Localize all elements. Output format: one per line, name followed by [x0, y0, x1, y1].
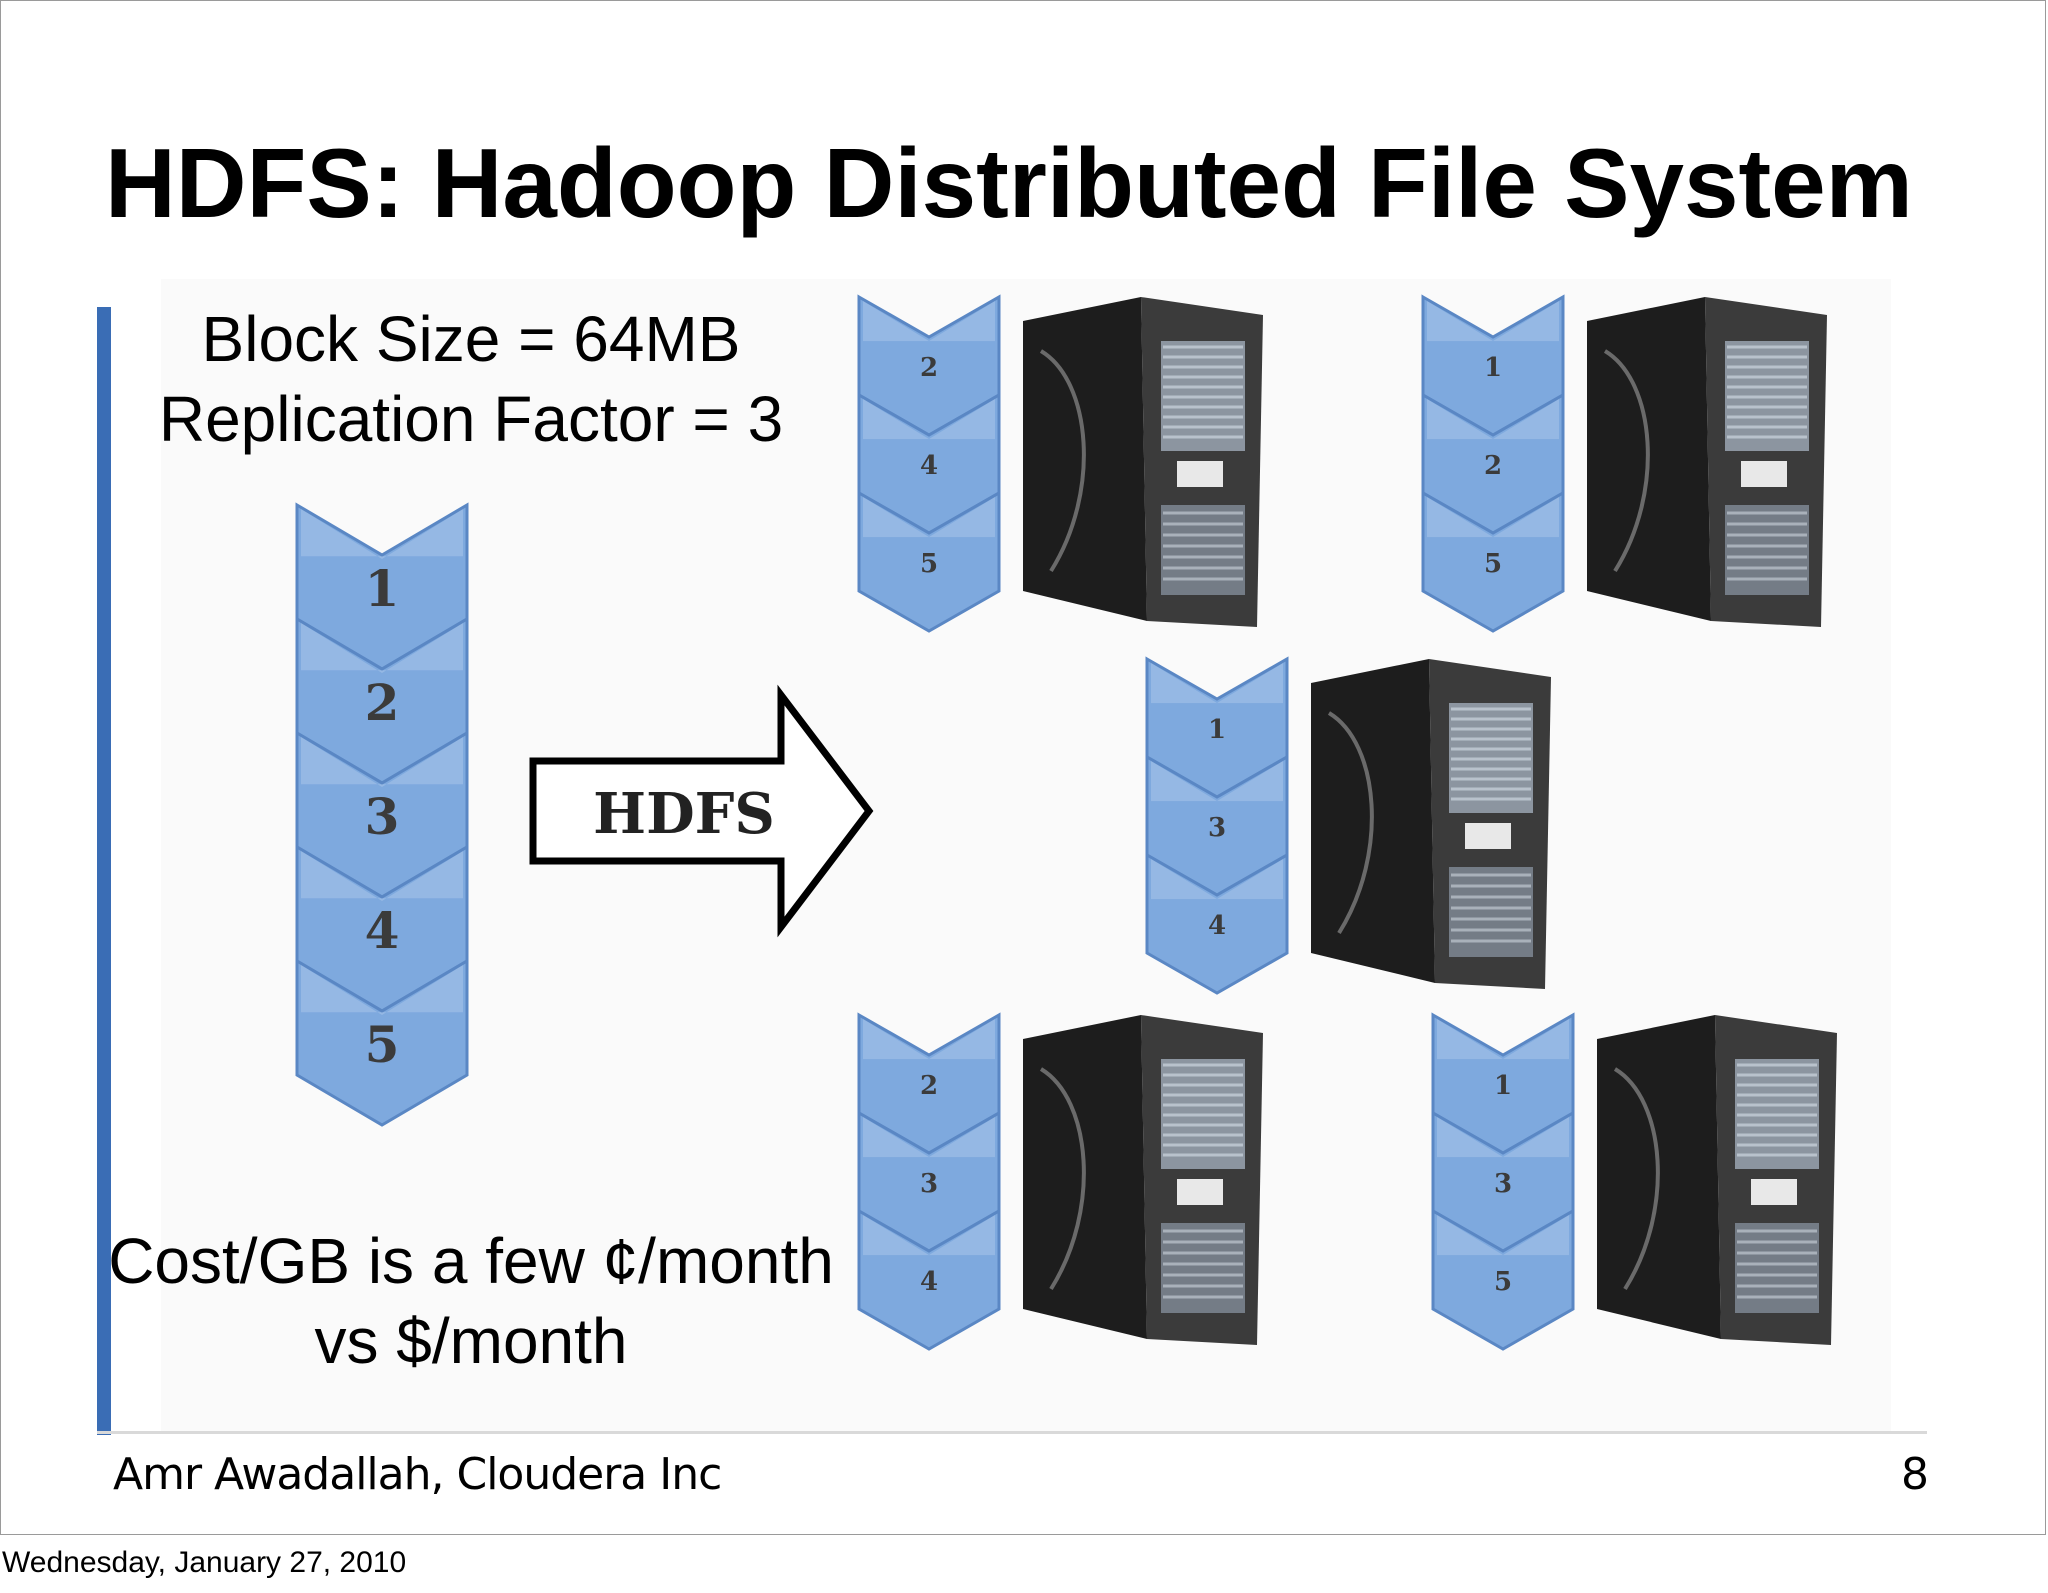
server-bottom-left-block-label: 3	[920, 1169, 938, 1199]
server-lower-grille	[1725, 505, 1809, 595]
server-node-bottom-right: 1 3 5	[1431, 1012, 1837, 1351]
hdfs-arrow-shape	[529, 684, 874, 938]
server-top-right-block-3	[1421, 490, 1565, 633]
server-middle-block-label: 4	[1208, 911, 1226, 941]
hdfs-arrow-label: HDFS	[593, 781, 775, 847]
cost-text-line1: Cost/GB is a few ¢/month	[108, 1225, 834, 1297]
file-block-highlight	[301, 737, 463, 787]
server-lower-grille	[1735, 1223, 1819, 1313]
file-block-label: 5	[365, 1015, 400, 1074]
file-block-label: 1	[365, 559, 400, 618]
server-drive-bay	[1177, 461, 1223, 487]
server-side-curve	[1327, 711, 1374, 935]
file-block-label: 3	[365, 787, 400, 846]
server-node-bottom-left: 2 3 4	[857, 1012, 1263, 1351]
accent-bar	[97, 307, 111, 1435]
server-top-right-block-highlight	[1427, 301, 1559, 342]
server-top-right-block-label: 5	[1484, 549, 1502, 579]
server-top-left-block-highlight	[863, 497, 995, 538]
file-block-label: 2	[365, 673, 400, 732]
server-middle-block-label: 1	[1208, 715, 1226, 745]
cost-text-line2: vs $/month	[314, 1305, 628, 1377]
server-bottom-right-block-highlight	[1437, 1019, 1569, 1060]
file-block-stack: 1 2 3 4 5	[295, 502, 469, 1127]
server-side-curve	[1603, 349, 1650, 573]
server-lower-grille	[1161, 1223, 1245, 1313]
replication-factor-text: Replication Factor = 3	[158, 383, 784, 455]
server-bottom-left-block-label: 2	[920, 1071, 938, 1101]
server-top-right-block-highlight	[1427, 497, 1559, 538]
server-drive-bay	[1751, 1179, 1797, 1205]
server-bottom-right-block-3	[1431, 1208, 1575, 1351]
server-tower	[1587, 297, 1827, 627]
file-block-label: 4	[365, 901, 400, 960]
server-drive-bay	[1465, 823, 1511, 849]
server-bottom-left-block-label: 4	[920, 1267, 938, 1297]
server-middle-block-highlight	[1151, 761, 1283, 802]
slide-title: HDFS: Hadoop Distributed File System	[105, 128, 1913, 238]
file-block-highlight	[301, 965, 463, 1015]
hdfs-arrow: HDFS	[529, 684, 874, 938]
server-top-right-block-label: 1	[1484, 353, 1502, 383]
server-bottom-left-block-3	[857, 1208, 1001, 1351]
server-tower	[1597, 1015, 1837, 1345]
server-side-curve	[1039, 1067, 1086, 1291]
server-bottom-right-block-label: 1	[1494, 1071, 1512, 1101]
server-bottom-right-block-label: 5	[1494, 1267, 1512, 1297]
page-number: 8	[1901, 1449, 1929, 1500]
server-tower	[1311, 659, 1551, 989]
slide: HDFS: Hadoop Distributed File System Blo…	[0, 0, 2046, 1535]
server-tower	[1023, 1015, 1263, 1345]
file-block-5	[295, 958, 469, 1127]
server-top-left-block-label: 2	[920, 353, 938, 383]
server-tower	[1023, 297, 1263, 627]
server-side-curve	[1613, 1067, 1660, 1291]
file-block-highlight	[301, 623, 463, 673]
server-bottom-right-block-highlight	[1437, 1117, 1569, 1158]
server-top-right-block-label: 2	[1484, 451, 1502, 481]
date-caption: Wednesday, January 27, 2010	[2, 1546, 407, 1579]
server-lower-grille	[1449, 867, 1533, 957]
server-middle-block-label: 3	[1208, 813, 1226, 843]
server-top-left-block-label: 5	[920, 549, 938, 579]
server-bottom-right-block-highlight	[1437, 1215, 1569, 1256]
server-node-top-left: 2 4 5	[857, 294, 1263, 633]
server-bottom-left-block-highlight	[863, 1215, 995, 1256]
server-middle-block-highlight	[1151, 859, 1283, 900]
server-drive-bay	[1177, 1179, 1223, 1205]
server-bottom-left-block-highlight	[863, 1117, 995, 1158]
server-bottom-right-block-label: 3	[1494, 1169, 1512, 1199]
server-top-left-block-3	[857, 490, 1001, 633]
server-node-top-right: 1 2 5	[1421, 294, 1827, 633]
server-node-middle: 1 3 4	[1145, 656, 1551, 995]
server-bottom-left-block-highlight	[863, 1019, 995, 1060]
server-lower-grille	[1161, 505, 1245, 595]
server-middle-block-highlight	[1151, 663, 1283, 704]
server-top-left-block-highlight	[863, 399, 995, 440]
file-block-highlight	[301, 509, 463, 559]
block-size-text: Block Size = 64MB	[201, 303, 741, 375]
server-top-right-block-highlight	[1427, 399, 1559, 440]
footer-author: Amr Awadallah, Cloudera Inc	[113, 1449, 722, 1500]
footer-divider	[97, 1431, 1927, 1434]
server-top-left-block-label: 4	[920, 451, 938, 481]
server-middle-block-3	[1145, 852, 1289, 995]
file-block-highlight	[301, 851, 463, 901]
server-side-curve	[1039, 349, 1086, 573]
server-top-left-block-highlight	[863, 301, 995, 342]
server-drive-bay	[1741, 461, 1787, 487]
